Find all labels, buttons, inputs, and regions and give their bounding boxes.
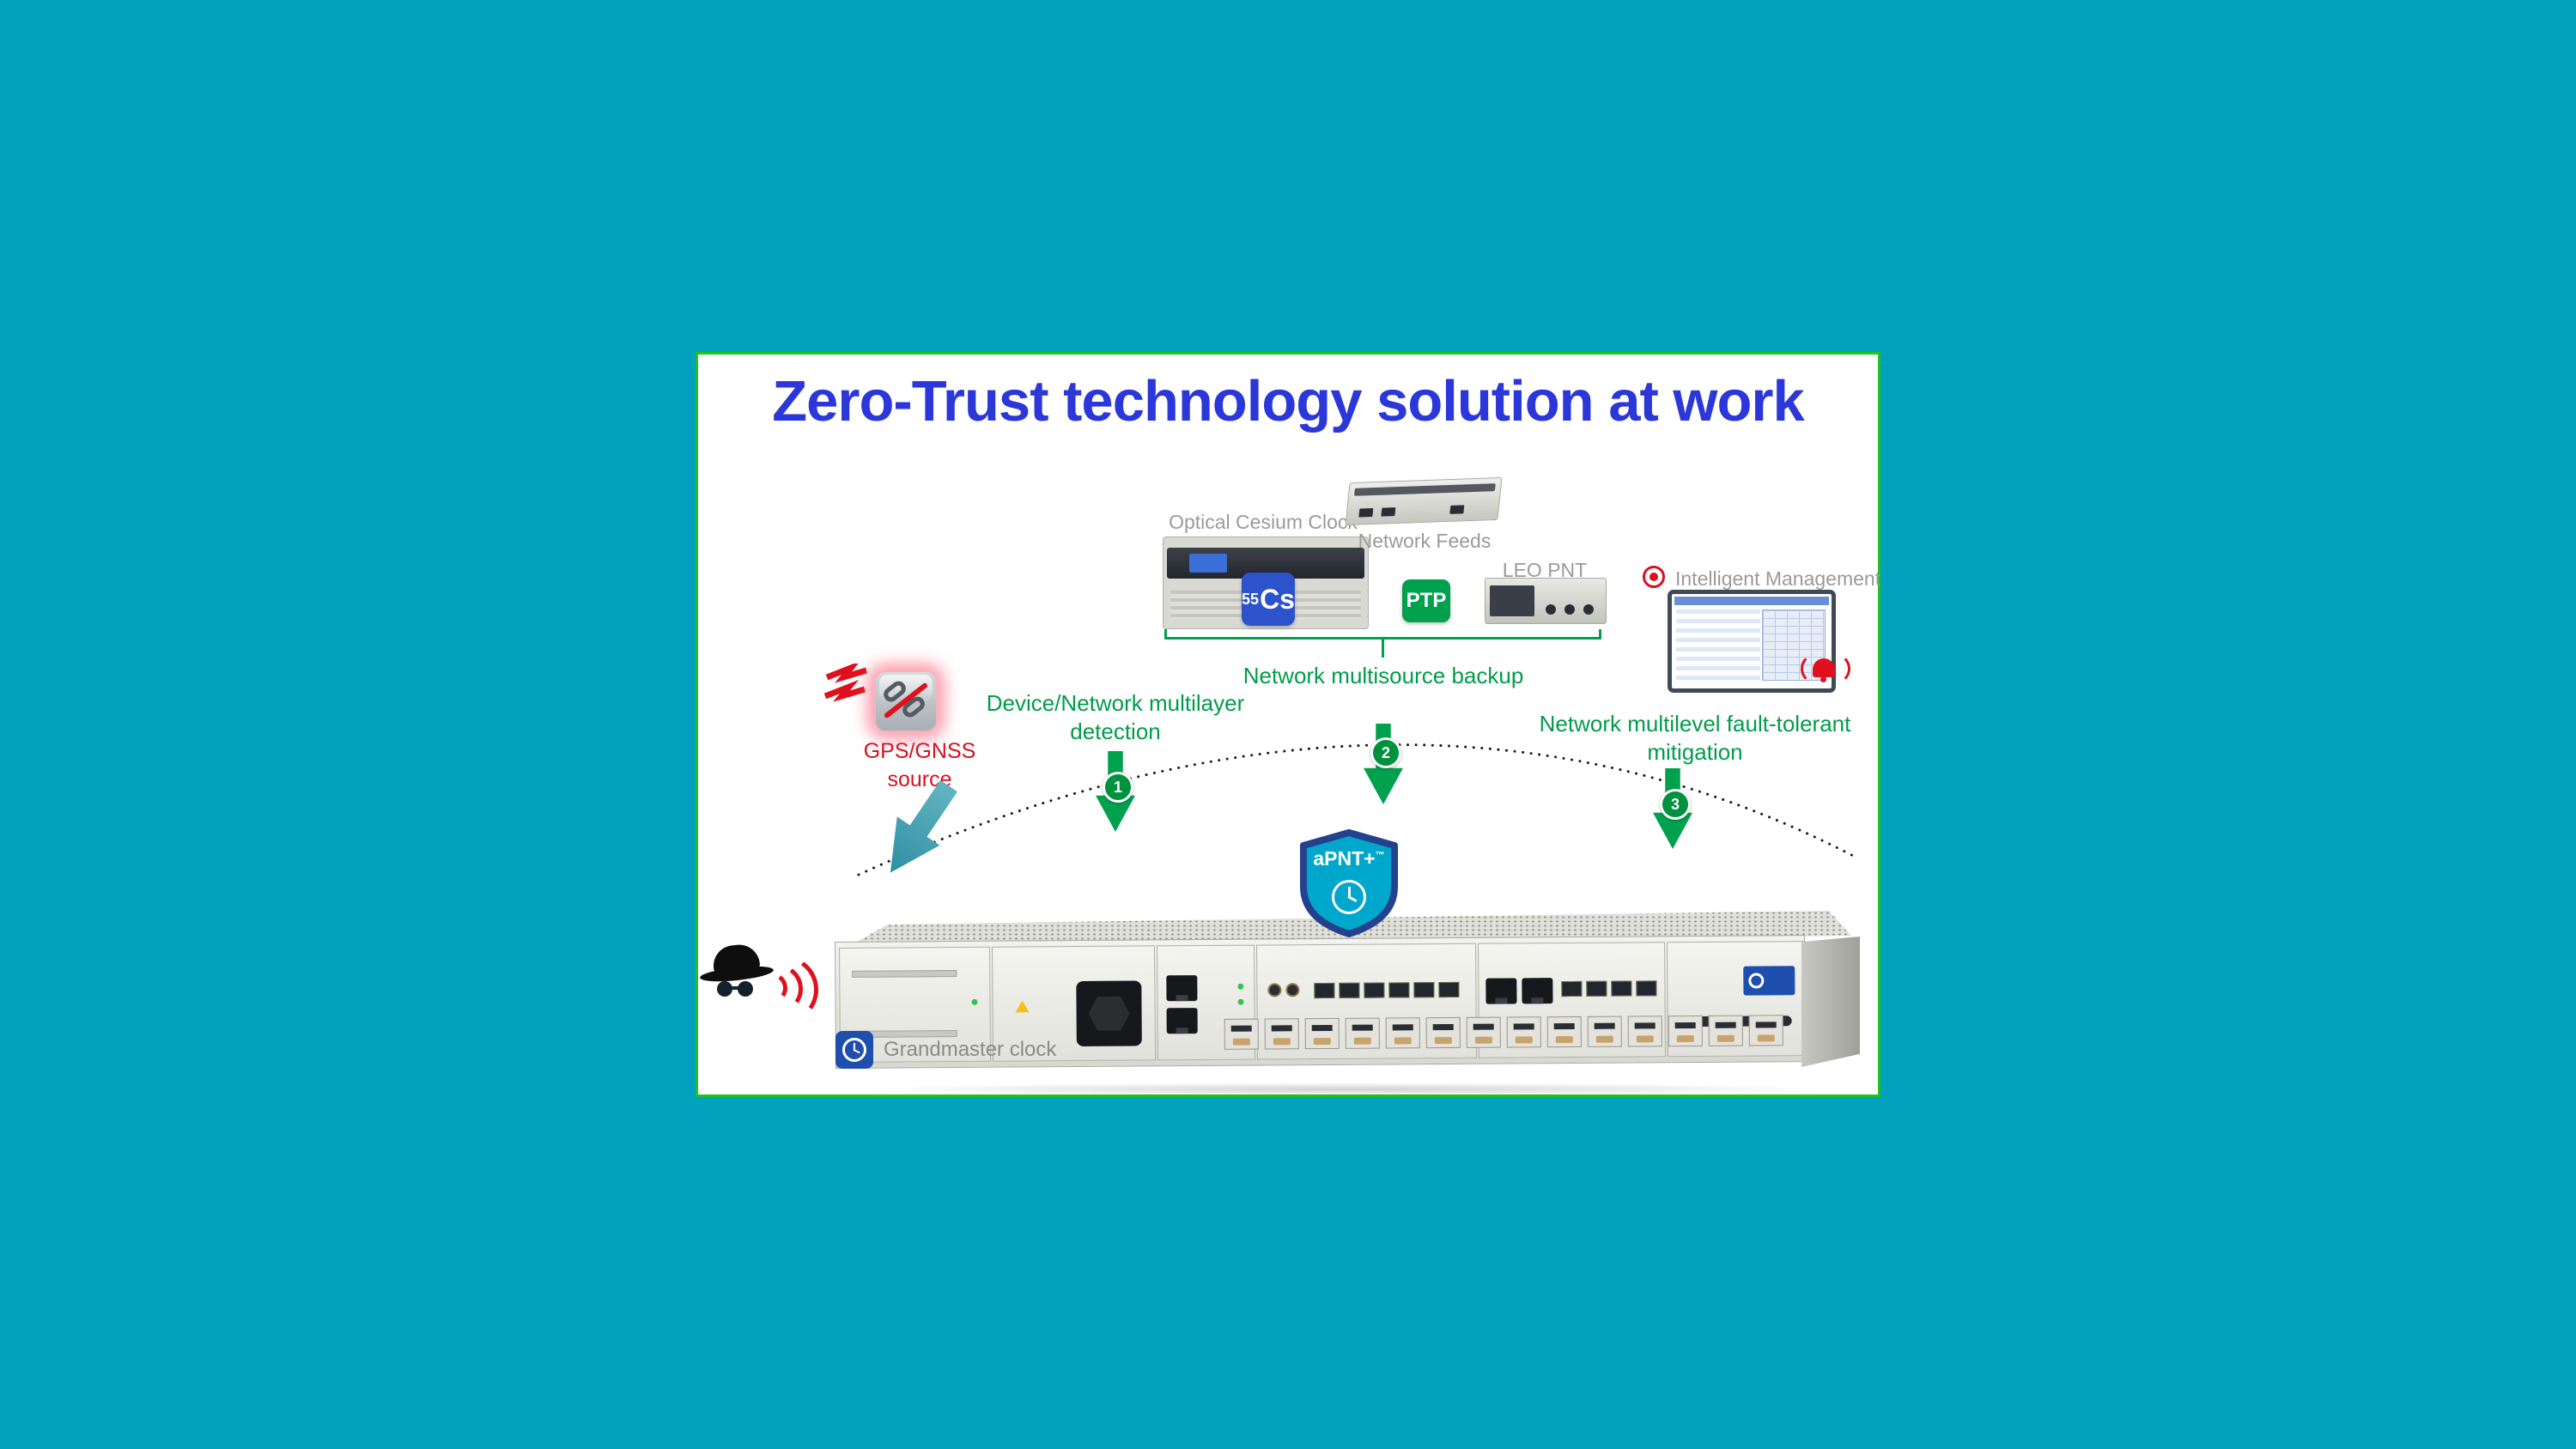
sfp-port [1314, 982, 1335, 999]
status-led [971, 998, 978, 1005]
sfp-port [1611, 980, 1632, 997]
sfp-port [1587, 1016, 1622, 1047]
sfp-port [1748, 1015, 1783, 1046]
status-led [1237, 983, 1244, 990]
grandmaster-clock-icon [835, 1031, 873, 1069]
sfp-port [1506, 1016, 1541, 1048]
shield-label: aPNT+™ [1299, 847, 1399, 870]
cesium-screen [1189, 554, 1227, 573]
clock-icon [1332, 880, 1366, 914]
sfp-port-row-bottom [1224, 1015, 1783, 1050]
feeds-port [1358, 508, 1374, 518]
sfp-port [1438, 981, 1460, 998]
sfp-port [1224, 1018, 1259, 1050]
module-handle [852, 970, 957, 978]
leo-front-strip [1490, 585, 1534, 616]
sfp-port [1264, 1018, 1299, 1050]
step3-caption: Network multilevel fault-tolerant mitiga… [1539, 711, 1851, 765]
console-log-rows [1676, 609, 1760, 682]
diagram-panel: Zero-Trust technology solution at work O… [696, 352, 1880, 1097]
sfp-port [1388, 982, 1410, 998]
cesium-clock-label: Optical Cesium Clock [1169, 511, 1358, 533]
alarm-wave-icon [1801, 653, 1832, 684]
intelligent-management-label: Intelligent Management [1675, 567, 1881, 590]
rj45-port [1166, 1008, 1198, 1034]
console-header-bar [1674, 597, 1829, 605]
step3-number-badge: 3 [1660, 789, 1691, 820]
rj45-stack [1166, 975, 1198, 1034]
sfp-port [1708, 1015, 1743, 1046]
step1-number-badge: 1 [1103, 772, 1133, 803]
network-feeds-label: Network Feeds [1358, 530, 1492, 552]
gps-gnss-source-label: GPS/GNSS source [863, 739, 976, 791]
sfp-port [1339, 982, 1360, 998]
management-alert-icon [1643, 566, 1665, 588]
gnss-jamming-icon [874, 670, 938, 732]
sfp-port [1345, 1017, 1380, 1049]
warning-triangle-icon [1015, 1000, 1029, 1012]
backup-sources-bracket-stem [1382, 639, 1384, 658]
clock-face-icon [842, 1038, 866, 1062]
sfp-port [1668, 1015, 1703, 1047]
rj45-pair [1485, 978, 1553, 1004]
sfp-port [1413, 982, 1435, 998]
rack-side-face [1801, 937, 1860, 1067]
sma-connectors [1267, 983, 1300, 997]
sfp-port [1364, 982, 1385, 998]
sfp-port-row [1561, 980, 1657, 997]
network-feeds-device [1345, 476, 1503, 526]
spoofing-attacker-icon [699, 937, 824, 1033]
rj45-port [1166, 975, 1198, 1002]
leo-pnt-device [1485, 578, 1607, 624]
spy-glasses-icon [717, 981, 732, 997]
leo-port [1546, 604, 1556, 615]
page-title: Zero-Trust technology solution at work [772, 369, 1805, 433]
leo-port [1564, 604, 1575, 615]
feeds-port [1449, 505, 1465, 514]
sfp-port [1636, 980, 1657, 997]
feeds-port-strip [1353, 483, 1496, 496]
sma-port [1267, 983, 1282, 997]
shield-name: aPNT+ [1313, 847, 1376, 870]
rj45-port [1485, 978, 1517, 1004]
management-console-screen [1668, 590, 1836, 693]
sfp-port [1561, 980, 1583, 997]
spy-glasses-bridge [729, 986, 741, 990]
power-inlet [1076, 980, 1142, 1047]
sfp-port [1627, 1016, 1662, 1047]
alarm-bell-icon [1801, 653, 1850, 684]
alarm-wave-icon [1820, 653, 1850, 684]
sfp-port [1425, 1016, 1461, 1049]
sfp-port [1385, 1017, 1420, 1049]
ptp-badge: PTP [1402, 579, 1450, 622]
sfp-port [1466, 1016, 1501, 1048]
sfp-port [1304, 1017, 1340, 1050]
feeds-port [1381, 507, 1396, 517]
step2-caption: Network multisource backup [1242, 663, 1524, 688]
jamming-bolt-icon [823, 664, 867, 702]
sfp-port [1546, 1016, 1582, 1048]
leo-pnt-label: LEO PNT [1502, 559, 1588, 581]
cesium-badge-main: Cs [1260, 583, 1295, 615]
status-led [1237, 998, 1244, 1005]
step2-number-badge: 2 [1370, 737, 1401, 768]
rj45-port [1522, 978, 1553, 1004]
spy-glasses-icon [738, 981, 753, 997]
grandmaster-clock-label: Grandmaster clock [884, 1038, 1057, 1061]
sma-port [1285, 983, 1300, 997]
brand-logo [1743, 966, 1795, 996]
sfp-port-row [1314, 981, 1460, 999]
console-data-table [1762, 609, 1826, 681]
cesium-badge-sup: 55 [1242, 590, 1260, 608]
apnt-shield: aPNT+™ [1299, 828, 1399, 938]
step1-caption: Device/Network multilayer detection [986, 690, 1245, 744]
leo-port [1583, 604, 1594, 615]
sfp-port [1586, 980, 1607, 997]
backup-sources-bracket [1164, 629, 1601, 640]
shield-trademark: ™ [1375, 850, 1385, 861]
